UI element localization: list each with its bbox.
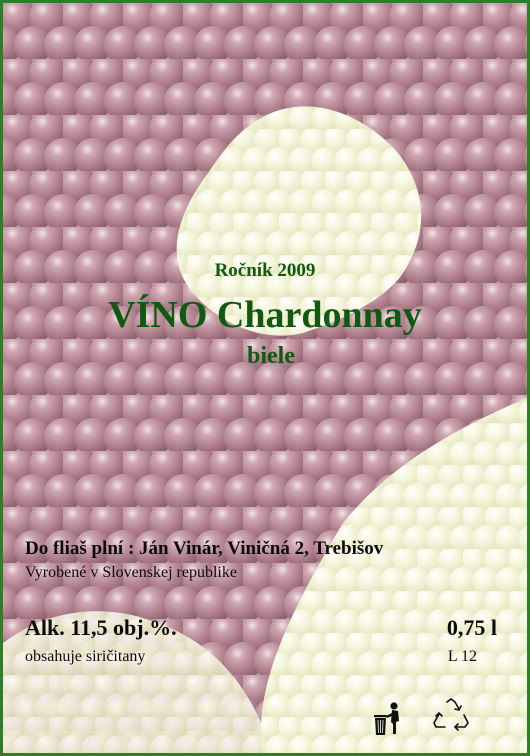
bottler-info: Do fliaš plní : Ján Vinár, Viničná 2, Tr… <box>25 538 384 559</box>
alcohol-content: Alk. 11,5 obj.%. <box>25 615 177 640</box>
trash-bin-person-icon <box>374 702 399 735</box>
recycle-triangle-icon <box>433 698 469 731</box>
bottle-volume: 0,75 l <box>446 615 497 640</box>
country-of-origin: Vyrobené v Slovenskej republike <box>25 564 237 581</box>
vintage-year: Ročník 2009 <box>214 260 316 281</box>
sulfites-notice: obsahuje siričitany <box>25 648 146 665</box>
grape-background-image <box>3 3 527 753</box>
wine-title: VÍNO Chardonnay <box>108 294 422 336</box>
lot-number: L 12 <box>447 648 477 665</box>
wine-style: biele <box>247 343 295 369</box>
